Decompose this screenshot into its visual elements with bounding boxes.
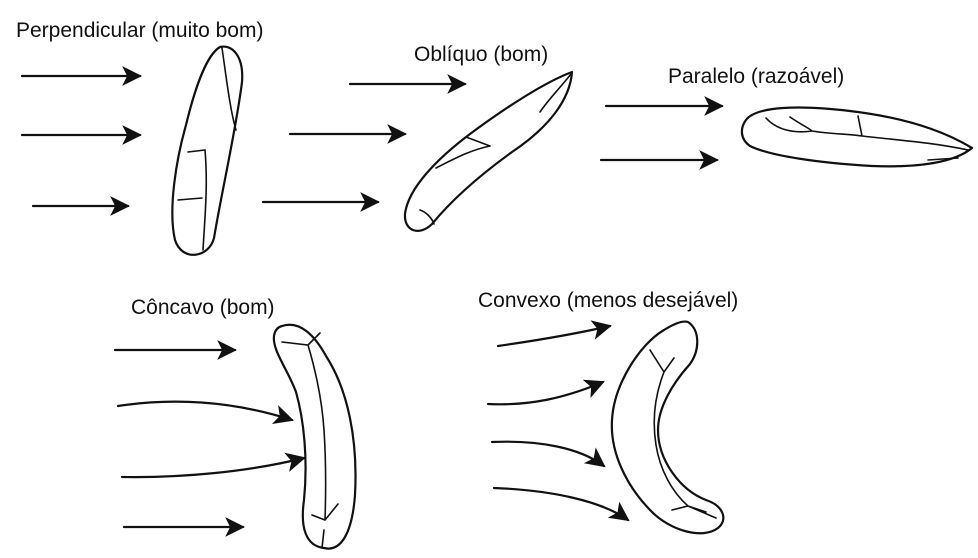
- perpendicular-fragment: [172, 47, 242, 255]
- obliquo-group: [263, 72, 572, 231]
- fracture-line: [178, 48, 236, 250]
- concavo-group: [115, 325, 356, 549]
- flow-arrow: [488, 382, 603, 404]
- flow-arrow: [492, 442, 604, 466]
- fracture-line: [766, 116, 968, 160]
- obliquo-fragment: [405, 72, 572, 231]
- flow-arrow: [118, 402, 292, 420]
- concavo-fragment: [274, 325, 356, 549]
- perpendicular-group: [22, 47, 242, 255]
- fracture-line: [282, 333, 338, 548]
- paralelo-fragment: [742, 108, 972, 167]
- fracture-line: [420, 74, 571, 224]
- convexo-group: [488, 322, 723, 534]
- fracture-line: [650, 350, 716, 518]
- convexo-fragment: [612, 322, 724, 534]
- flow-arrow: [498, 326, 610, 346]
- flow-arrow: [494, 488, 628, 520]
- flow-arrow: [122, 458, 304, 477]
- paralelo-group: [601, 106, 972, 166]
